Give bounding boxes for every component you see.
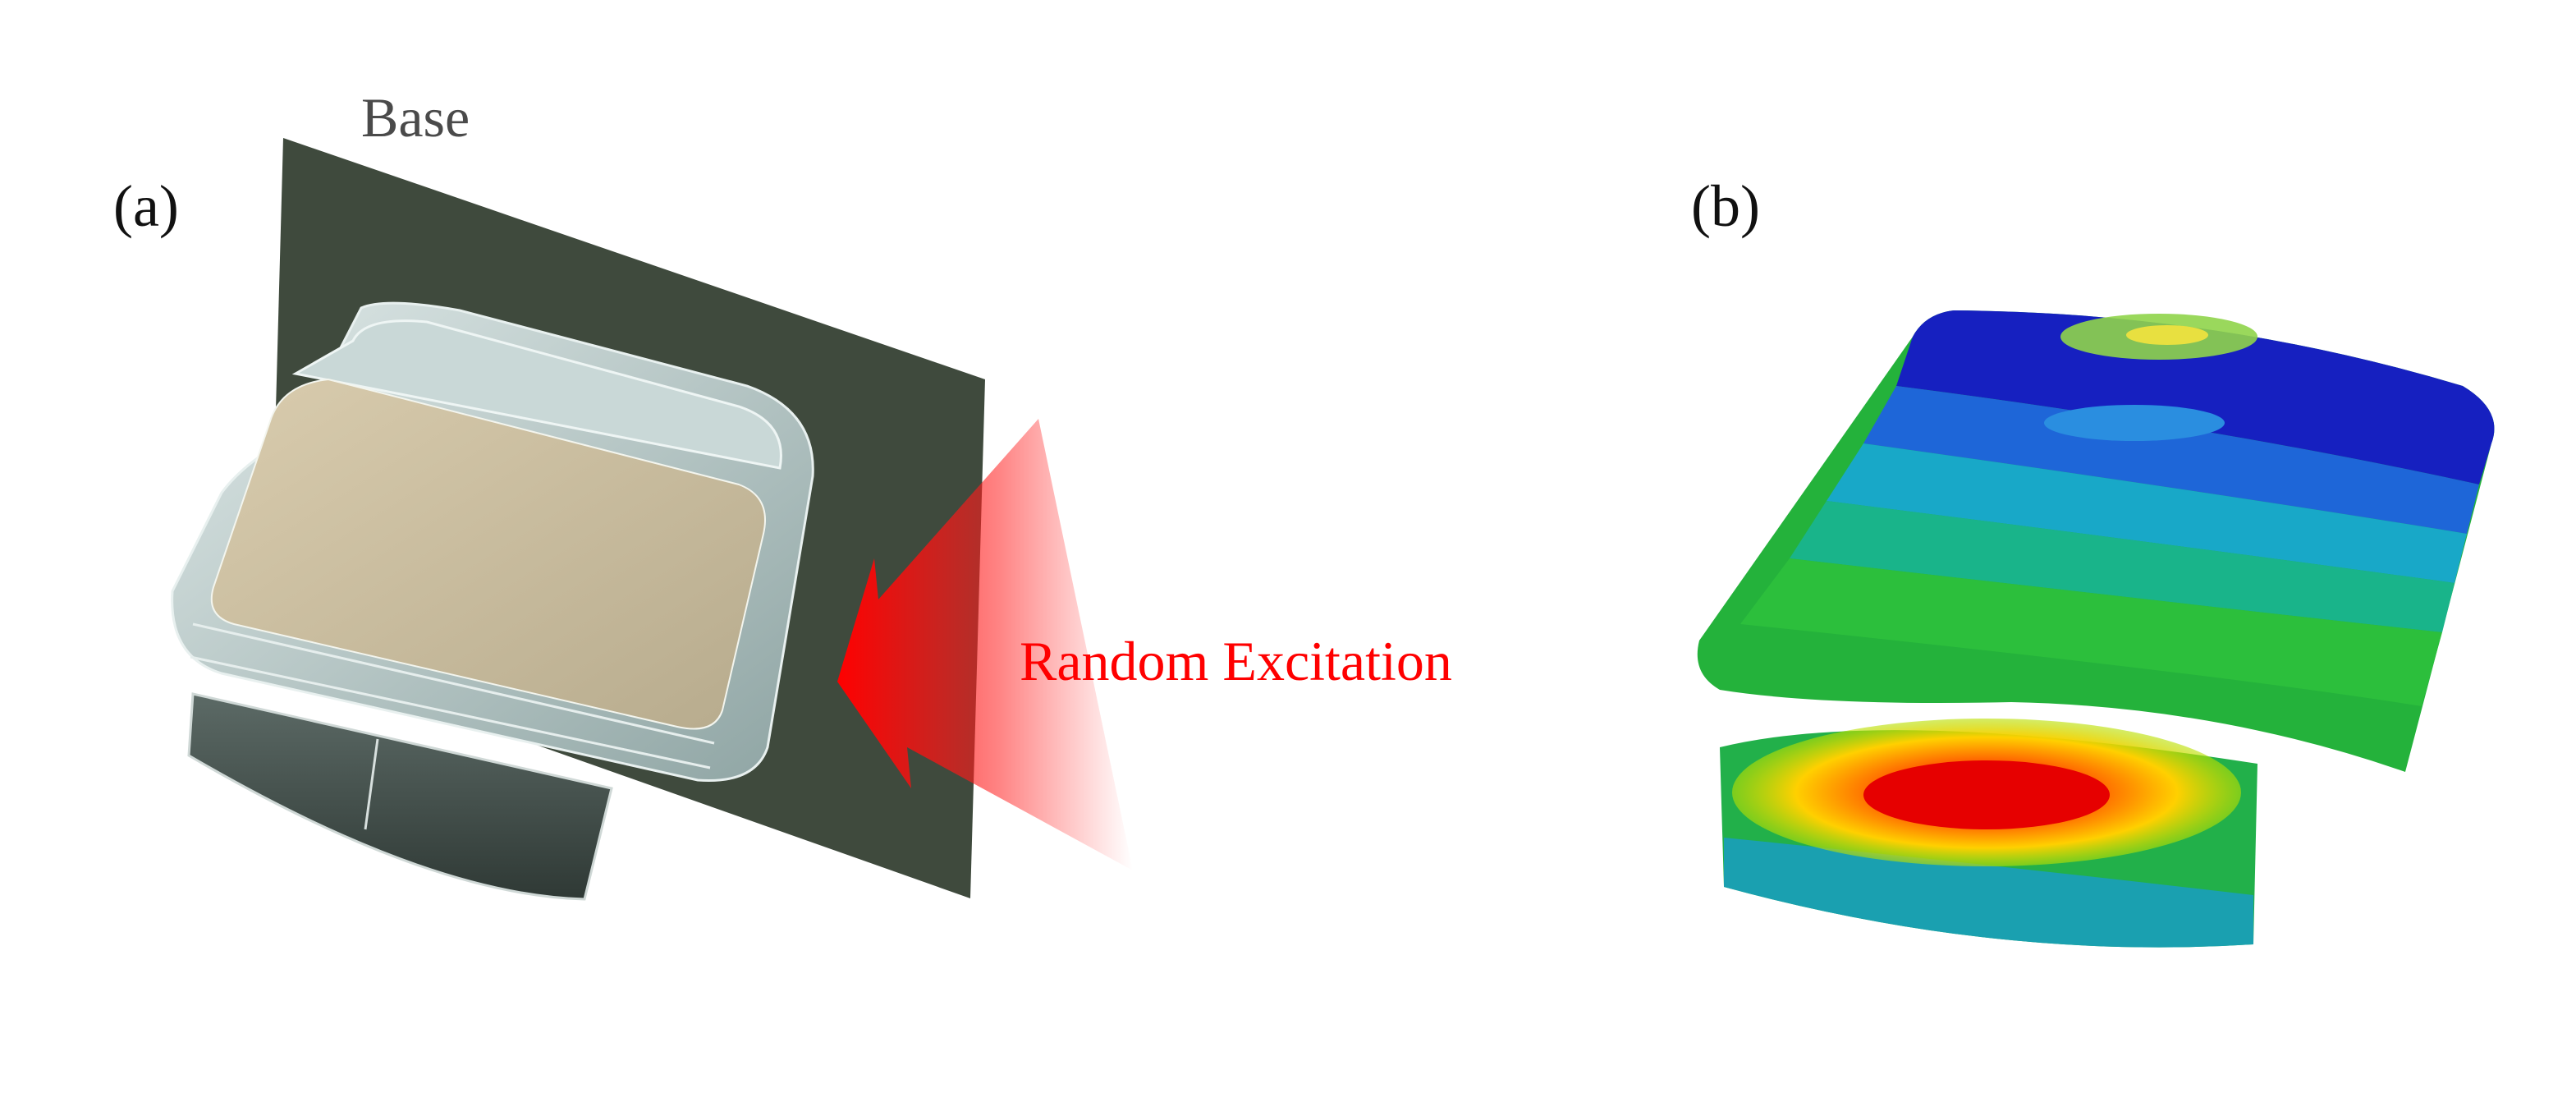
device-top-panel (210, 378, 766, 730)
fea-band-blue (1896, 310, 2495, 485)
fea-band-teal (1790, 501, 2455, 632)
excitation-arrow (837, 419, 1133, 870)
device-contour (192, 622, 715, 745)
device-ridge (291, 319, 782, 470)
fea-lower-contour (1724, 838, 2253, 948)
fea-top-highlight-core (2126, 325, 2208, 345)
fea-mid-spot (2044, 405, 2225, 441)
fea-band-lightblue (1863, 386, 2479, 534)
device-foot (187, 692, 613, 901)
excitation-label: Random Excitation (1020, 630, 1452, 692)
fea-band-green (1740, 558, 2442, 706)
fea-hotspot-core (1863, 760, 2110, 829)
device-foot-seam (364, 738, 379, 830)
device-contour (190, 655, 711, 769)
fea-band-cyan (1827, 443, 2467, 583)
panel-label-b: (b) (1691, 173, 1760, 239)
panel-label-a: (a) (113, 173, 179, 239)
base-label: Base (361, 86, 470, 149)
